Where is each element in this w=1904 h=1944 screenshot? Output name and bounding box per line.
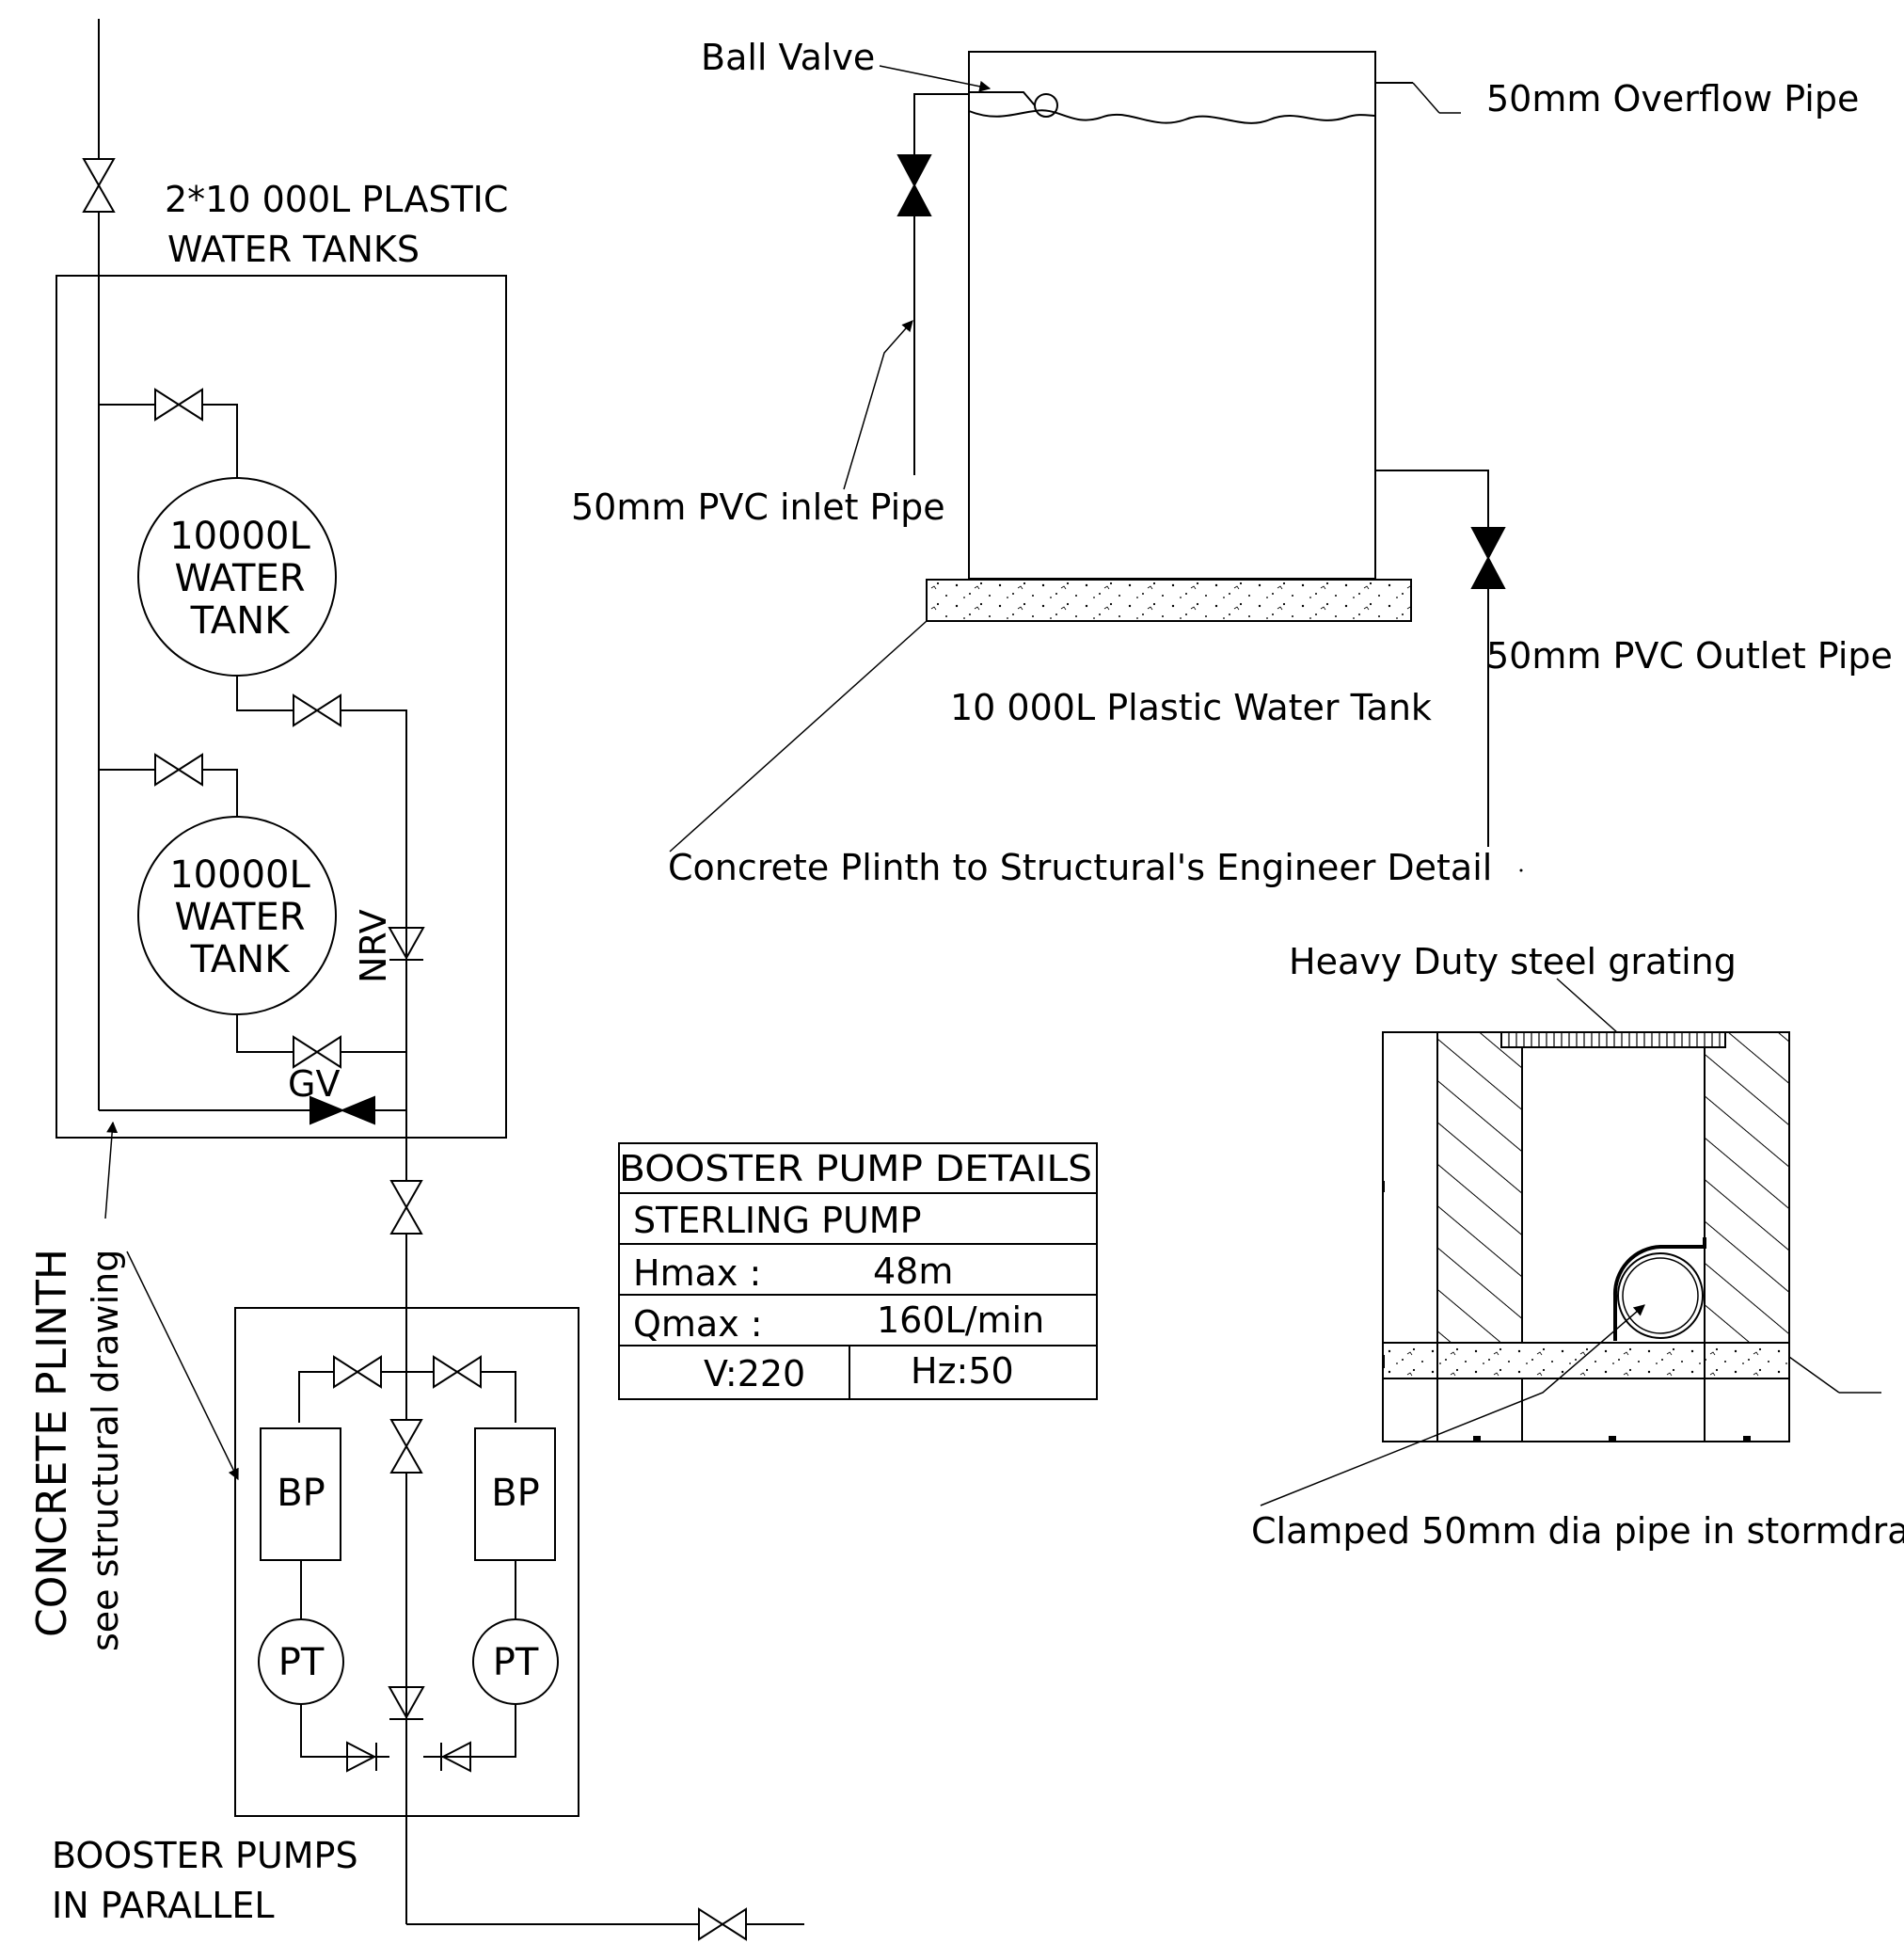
nrv-symbol bbox=[388, 927, 425, 961]
table-title: BOOSTER PUMP DETAILS bbox=[619, 1148, 1092, 1189]
pumps-label-line2: IN PARALLEL bbox=[52, 1885, 275, 1926]
tank2-inlet-valve bbox=[154, 754, 203, 786]
bypass-solid-valve bbox=[309, 1095, 375, 1125]
outlet-solid-valve bbox=[1471, 527, 1505, 589]
nrv-label: NRV bbox=[353, 909, 394, 983]
table-hmax-label: Hmax : bbox=[633, 1252, 761, 1294]
tank-caption: 10 000L Plastic Water Tank bbox=[950, 687, 1432, 728]
tank1-line3: TANK bbox=[190, 599, 292, 643]
supply-outlet-valve bbox=[698, 1908, 747, 1940]
pump-bypass-valve bbox=[390, 1419, 422, 1474]
concrete-plinth-outline bbox=[56, 275, 507, 1139]
tank1-line2: WATER bbox=[174, 557, 305, 600]
inlet-gate-valve bbox=[83, 158, 115, 213]
plinth-sublabel: see structural drawing bbox=[85, 1250, 126, 1651]
table-voltage: V:220 bbox=[704, 1353, 805, 1394]
steel-grating bbox=[1500, 1031, 1726, 1048]
tank-concrete-plinth bbox=[926, 579, 1412, 622]
pt-right-label: PT bbox=[493, 1641, 539, 1684]
plinth-label: CONCRETE PLINTH bbox=[28, 1249, 76, 1637]
tank2-line2: WATER bbox=[174, 896, 305, 939]
tanks-title-line2: WATER TANKS bbox=[167, 229, 420, 270]
ball-valve-label: Ball Valve bbox=[701, 37, 875, 78]
tank1-line1: 10000L bbox=[169, 515, 310, 558]
pump-isolation-valve bbox=[390, 1180, 422, 1235]
outlet-pipe-label: 50mm PVC Outlet Pipe bbox=[1486, 635, 1893, 677]
stormdrain-section: Heavy Duty steel grating bbox=[1251, 941, 1904, 1552]
pump-left-suction-valve bbox=[333, 1356, 382, 1388]
tanks-title-line1: 2*10 000L PLASTIC bbox=[165, 179, 508, 220]
pipe-clamp bbox=[1612, 1237, 1706, 1341]
ball-valve-float bbox=[1034, 93, 1058, 118]
bp-left-label: BP bbox=[277, 1472, 325, 1515]
bp-right-label: BP bbox=[491, 1472, 540, 1515]
clamped-pipe bbox=[1617, 1252, 1704, 1339]
tank2-line1: 10000L bbox=[169, 853, 310, 897]
plinth-note: Concrete Plinth to Structural's Engineer… bbox=[668, 847, 1492, 888]
inlet-pipe-label: 50mm PVC inlet Pipe bbox=[571, 486, 945, 528]
pt-left-label: PT bbox=[278, 1641, 325, 1684]
pump-nrv-left bbox=[346, 1741, 377, 1773]
water-level-line bbox=[968, 109, 1376, 124]
tank1-outlet-valve bbox=[293, 694, 341, 726]
table-hmax-value: 48m bbox=[873, 1251, 953, 1292]
drain-wall-right bbox=[1704, 1031, 1790, 1344]
grating-label: Heavy Duty steel grating bbox=[1289, 941, 1737, 982]
tank-body bbox=[968, 51, 1376, 580]
pump-right-suction-valve bbox=[433, 1356, 482, 1388]
pumps-label-line1: BOOSTER PUMPS bbox=[52, 1835, 358, 1876]
overflow-pipe-label: 50mm Overflow Pipe bbox=[1486, 78, 1859, 120]
table-qmax-value: 160L/min bbox=[877, 1299, 1044, 1341]
tank1-inlet-valve bbox=[154, 389, 203, 421]
table-frequency: Hz:50 bbox=[911, 1350, 1014, 1392]
pump-nrv-center bbox=[388, 1686, 425, 1720]
drain-wall-left bbox=[1436, 1031, 1523, 1344]
tank-schematic: 2*10 000L PLASTIC WATER TANKS 10000L WAT… bbox=[28, 19, 804, 1940]
tank2-line3: TANK bbox=[190, 938, 292, 981]
table-model: STERLING PUMP bbox=[633, 1200, 922, 1241]
clamped-pipe-label: Clamped 50mm dia pipe in stormdrain bbox=[1251, 1510, 1904, 1552]
tank-elevation: Ball Valve 50mm Overflow Pipe 50mm PVC i… bbox=[571, 37, 1893, 888]
inlet-solid-valve bbox=[897, 154, 931, 216]
booster-pump-table: BOOSTER PUMP DETAILS STERLING PUMP Hmax … bbox=[618, 1142, 1098, 1400]
table-qmax-label: Qmax : bbox=[633, 1303, 763, 1345]
pump-nrv-right bbox=[440, 1741, 471, 1773]
drain-base-slab bbox=[1382, 1342, 1790, 1379]
